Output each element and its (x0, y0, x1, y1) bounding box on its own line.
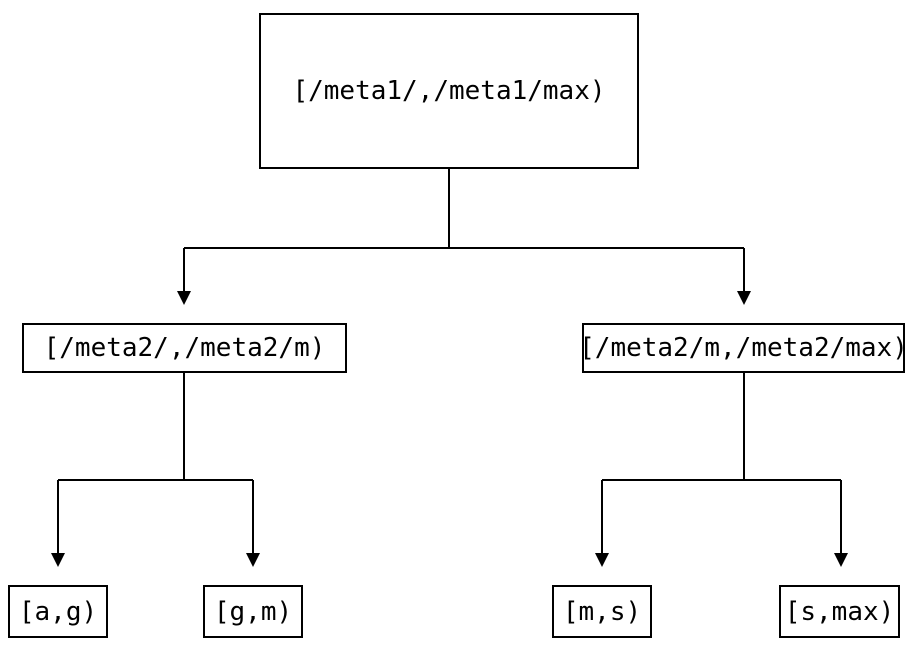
arrowhead-down-icon (595, 553, 609, 567)
edge-left-to-children (51, 373, 260, 567)
node-left-interval: [/meta2/,/meta2/m) (22, 323, 347, 373)
arrowhead-down-icon (246, 553, 260, 567)
arrowhead-down-icon (737, 291, 751, 305)
node-leaf-g-m: [g,m) (203, 585, 303, 638)
edge-root-to-children (177, 169, 751, 305)
node-right-interval: [/meta2/m,/meta2/max) (579, 323, 908, 373)
arrowhead-down-icon (177, 291, 191, 305)
node-leaf-s-max: [s,max) (779, 585, 900, 638)
node-leaf-m-s: [m,s) (552, 585, 652, 638)
edge-right-to-children (595, 373, 848, 567)
arrowhead-down-icon (834, 553, 848, 567)
node-root-interval: [/meta1/,/meta1/max) (259, 13, 639, 169)
node-leaf-a-g: [a,g) (8, 585, 108, 638)
arrowhead-down-icon (51, 553, 65, 567)
